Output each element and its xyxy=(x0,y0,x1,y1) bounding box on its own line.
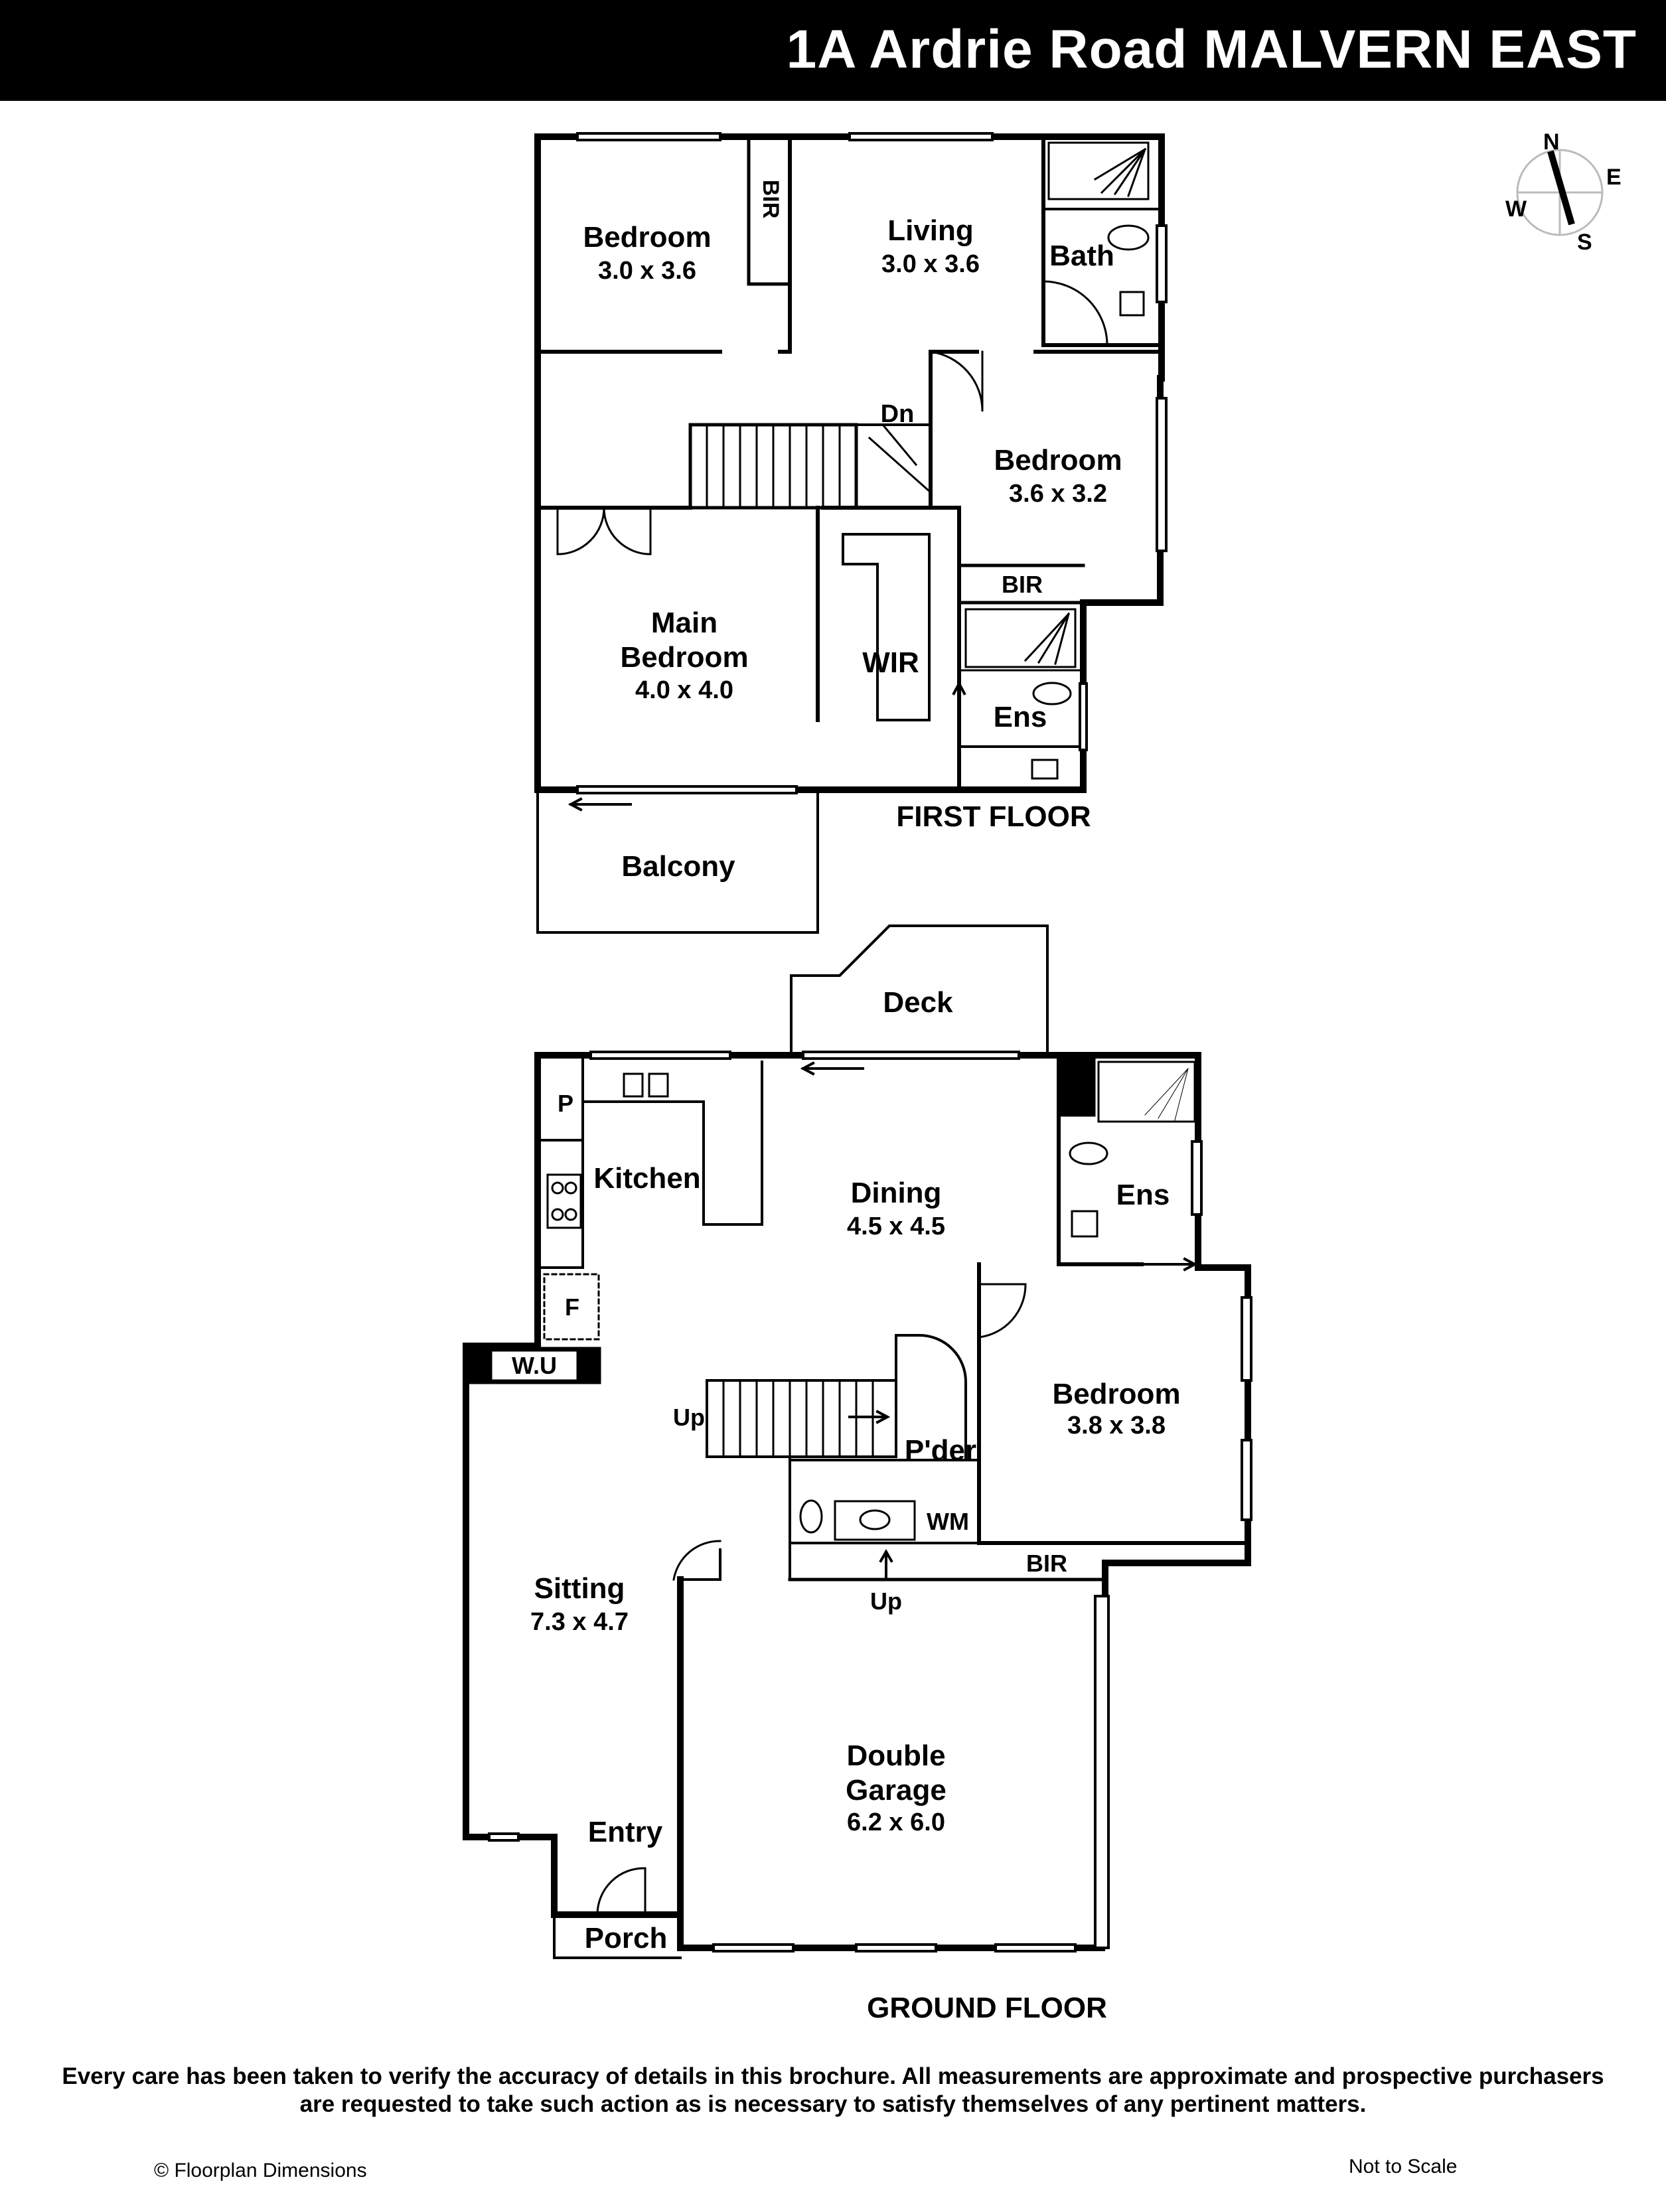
ff-bath: Bath xyxy=(1049,240,1114,272)
gf-powder: P'der xyxy=(905,1434,976,1467)
gf-garage-line2: Garage xyxy=(846,1774,947,1806)
gf-garage-line1: Double xyxy=(846,1739,945,1772)
ground-floor-plan xyxy=(463,924,1252,1959)
copyright-note: © Floorplan Dimensions xyxy=(154,2160,367,2181)
gf-up-stairs: Up xyxy=(673,1404,705,1431)
compass-west: W xyxy=(1505,196,1527,222)
property-address-title: 1A Ardrie Road MALVERN EAST xyxy=(786,19,1637,80)
ground-floor-labels: Deck P Kitchen Dining 4.5 x 4.5 Ens F W.… xyxy=(512,986,1181,2024)
gf-bedroom-dim: 3.8 x 3.8 xyxy=(1067,1412,1166,1439)
gf-ens: Ens xyxy=(1116,1179,1170,1211)
compass-east: E xyxy=(1606,165,1622,190)
compass-north: N xyxy=(1543,129,1560,155)
disclaimer-line2: are requested to take such action as is … xyxy=(299,2091,1367,2117)
ff-ens: Ens xyxy=(994,701,1047,733)
gf-entry: Entry xyxy=(588,1816,663,1848)
gf-sitting-dim: 7.3 x 4.7 xyxy=(530,1608,629,1636)
first-floor-labels: Bedroom 3.0 x 3.6 BIR Living 3.0 x 3.6 B… xyxy=(583,180,1122,883)
ff-main-bedroom-line1: Main xyxy=(651,607,718,639)
gf-up-garage: Up xyxy=(870,1587,902,1615)
scale-note: Not to Scale xyxy=(1349,2156,1458,2177)
ff-living-name: Living xyxy=(887,214,974,247)
ff-wir: WIR xyxy=(862,646,919,679)
gf-deck: Deck xyxy=(883,986,953,1019)
gf-pantry: P xyxy=(558,1090,573,1117)
compass-south: S xyxy=(1577,230,1592,255)
gf-dining-name: Dining xyxy=(851,1177,942,1209)
header-bar: 1A Ardrie Road MALVERN EAST xyxy=(0,0,1666,101)
ff-bedroom1-name: Bedroom xyxy=(583,221,711,254)
disclaimer-line1: Every care has been taken to verify the … xyxy=(62,2063,1604,2089)
first-floor-title: FIRST FLOOR xyxy=(896,800,1091,833)
compass-icon: N E S W xyxy=(1505,129,1622,255)
disclaimer: Every care has been taken to verify the … xyxy=(40,2063,1626,2118)
ff-bedroom1-dim: 3.0 x 3.6 xyxy=(598,257,696,285)
gf-kitchen: Kitchen xyxy=(593,1162,700,1195)
gf-bir: BIR xyxy=(1026,1550,1067,1577)
ff-dn: Dn xyxy=(881,400,915,428)
ff-bir-top: BIR xyxy=(758,180,783,219)
ground-floor-title: GROUND FLOOR xyxy=(867,1992,1107,2024)
first-floor-plan xyxy=(534,132,1168,934)
gf-porch: Porch xyxy=(585,1922,668,1954)
gf-garage-dim: 6.2 x 6.0 xyxy=(847,1808,945,1836)
ff-bedroom2-dim: 3.6 x 3.2 xyxy=(1009,480,1107,508)
gf-wu: W.U xyxy=(512,1352,557,1379)
ff-balcony: Balcony xyxy=(621,850,735,883)
gf-sitting-name: Sitting xyxy=(534,1572,625,1605)
ff-main-bedroom-dim: 4.0 x 4.0 xyxy=(635,676,733,704)
ff-bedroom2-name: Bedroom xyxy=(994,444,1122,477)
gf-bedroom-name: Bedroom xyxy=(1052,1378,1180,1410)
ff-main-bedroom-line2: Bedroom xyxy=(620,641,748,674)
gf-wm: WM xyxy=(927,1508,969,1535)
ff-bir-right: BIR xyxy=(1002,571,1043,598)
gf-fridge: F xyxy=(565,1293,579,1321)
gf-dining-dim: 4.5 x 4.5 xyxy=(847,1213,945,1240)
ff-living-dim: 3.0 x 3.6 xyxy=(881,250,980,278)
